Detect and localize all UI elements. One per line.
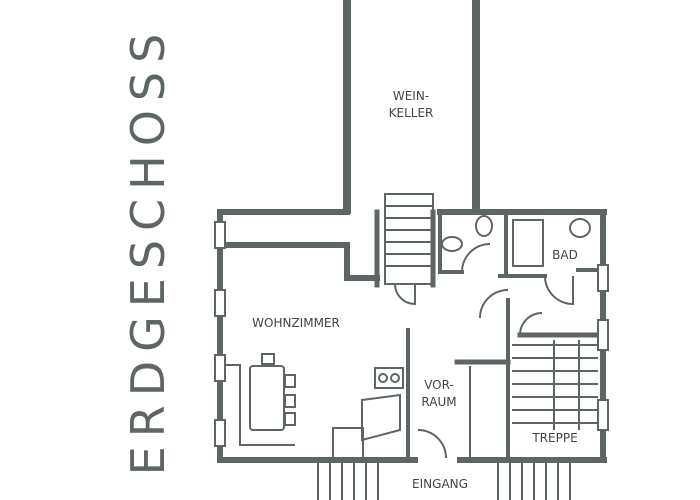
- table-icon: [249, 365, 285, 431]
- chair-icon: [284, 394, 296, 408]
- fixtures: [226, 215, 591, 459]
- window-east-3: [597, 399, 609, 431]
- cellar-stairs: [384, 193, 434, 306]
- doors: [417, 243, 574, 459]
- hall-door-icon: [479, 289, 509, 319]
- window-west-3: [214, 354, 226, 382]
- room-label-bad: BAD: [552, 248, 578, 262]
- room-label-wohnzimmer: WOHNZIMMER: [252, 316, 340, 330]
- toilet-icon: [441, 236, 463, 252]
- window-west-4: [214, 419, 226, 447]
- windows: [214, 221, 609, 447]
- room-label-treppe: TREPPE: [532, 431, 578, 445]
- wc-door-icon: [461, 243, 491, 273]
- dining-table: [249, 353, 296, 431]
- room-label-vorraum: VOR- RAUM: [421, 378, 457, 409]
- kitchen-counter: [361, 393, 401, 442]
- bath-door-icon: [544, 275, 574, 306]
- bench-icon: [226, 364, 295, 446]
- washbasin-wc-icon: [475, 215, 493, 237]
- entrance-door-icon: [417, 429, 447, 459]
- outer-wall-west: [217, 209, 350, 463]
- chair-icon: [284, 412, 296, 426]
- shower-icon: [512, 219, 544, 267]
- window-east-1: [597, 264, 609, 292]
- stair-door-icon: [519, 312, 543, 336]
- kitchen-cabinet: [332, 427, 364, 459]
- window-west-1: [214, 221, 226, 249]
- chair-icon: [284, 374, 296, 388]
- living-room-inner-wall: [223, 242, 380, 281]
- room-label-weinkeller: WEIN- KELLER: [388, 89, 434, 120]
- chair-icon: [261, 353, 275, 365]
- window-west-2: [214, 289, 226, 317]
- entrance-steps: [317, 462, 571, 500]
- washbasin-bath-icon: [569, 218, 591, 238]
- stove-icon: [374, 367, 404, 389]
- main-stairs: [512, 340, 598, 430]
- window-east-2: [597, 319, 609, 351]
- room-label-eingang: EINGANG: [412, 477, 468, 491]
